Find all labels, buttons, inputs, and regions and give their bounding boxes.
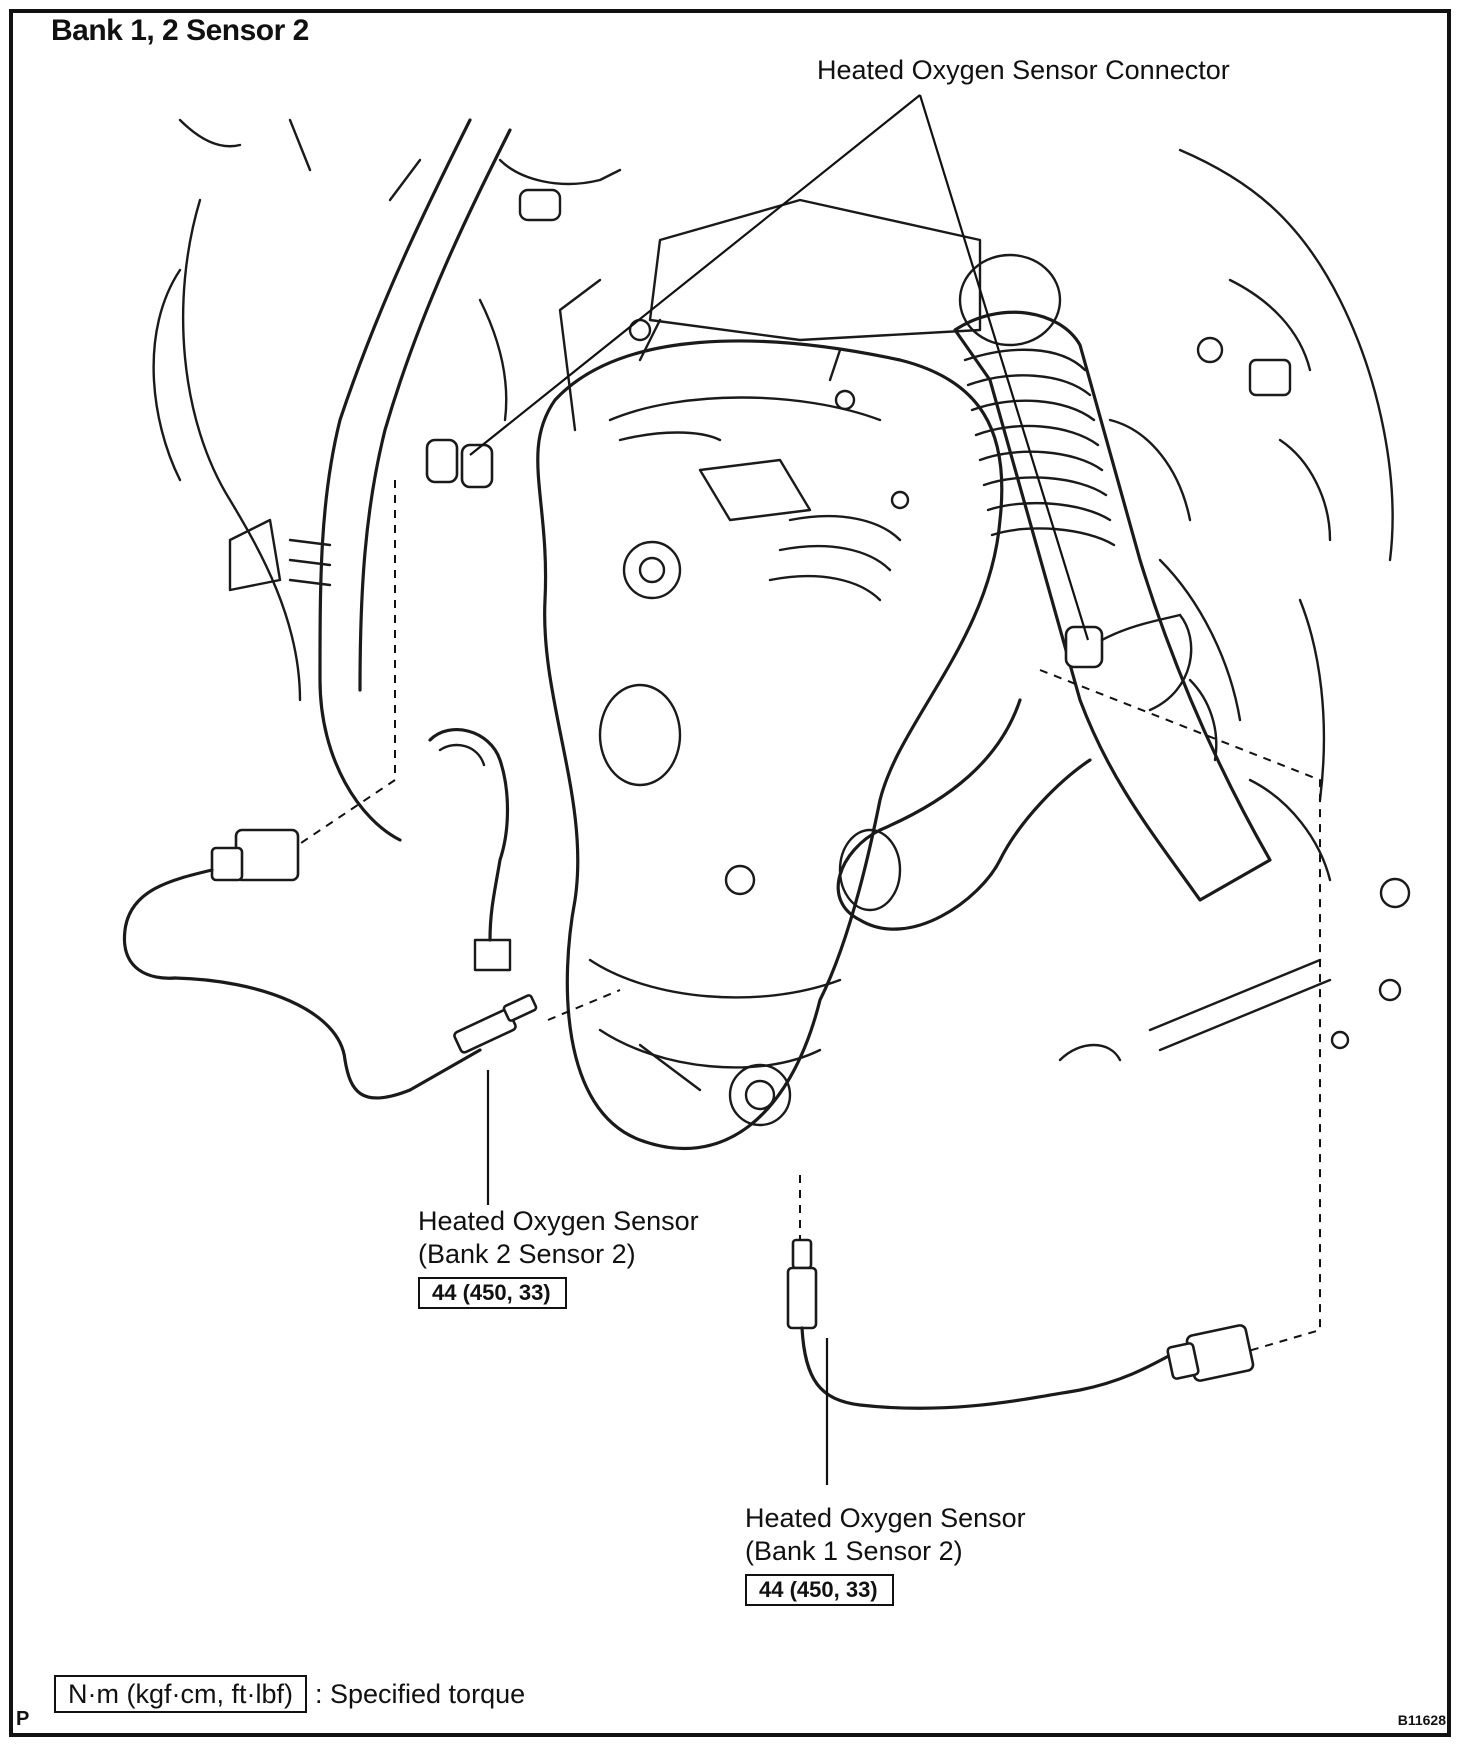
bank2-sensor-name: Heated Oxygen Sensor bbox=[418, 1206, 699, 1236]
intake-duct bbox=[836, 253, 1272, 931]
bank1-sensor-callout: Heated Oxygen Sensor (Bank 1 Sensor 2) 4… bbox=[745, 1502, 1026, 1606]
bank2-sensor-drawing bbox=[122, 828, 538, 1100]
torque-unit-box: N·m (kgf·cm, ft·lbf) bbox=[54, 1675, 307, 1713]
bank1-torque-value: 44 (450, 33) bbox=[745, 1574, 894, 1606]
leader-lines bbox=[469, 94, 1090, 1485]
right-components bbox=[1058, 148, 1411, 1062]
bank2-sensor-callout: Heated Oxygen Sensor (Bank 2 Sensor 2) 4… bbox=[418, 1205, 699, 1309]
diagram-frame bbox=[9, 9, 1451, 1737]
diagram-title: Bank 1, 2 Sensor 2 bbox=[51, 14, 309, 47]
corner-mark: P bbox=[16, 1708, 30, 1730]
harness-lines bbox=[152, 118, 622, 972]
connector-label-text: Heated Oxygen Sensor Connector bbox=[817, 55, 1230, 85]
bank2-torque-value: 44 (450, 33) bbox=[418, 1277, 567, 1309]
torque-legend: N·m (kgf·cm, ft·lbf): Specified torque bbox=[54, 1675, 525, 1713]
figure-code: B11628 bbox=[1397, 1712, 1446, 1728]
torque-legend-text: : Specified torque bbox=[314, 1679, 526, 1709]
bank1-sensor-position: (Bank 1 Sensor 2) bbox=[745, 1536, 963, 1566]
dashed-guides bbox=[297, 480, 1321, 1353]
bank2-sensor-position: (Bank 2 Sensor 2) bbox=[418, 1239, 636, 1269]
bank1-sensor-name: Heated Oxygen Sensor bbox=[745, 1503, 1026, 1533]
connector-label: Heated Oxygen Sensor Connector bbox=[817, 54, 1230, 87]
bank1-sensor-drawing bbox=[786, 1238, 1255, 1410]
engine-outline bbox=[536, 198, 1004, 1150]
